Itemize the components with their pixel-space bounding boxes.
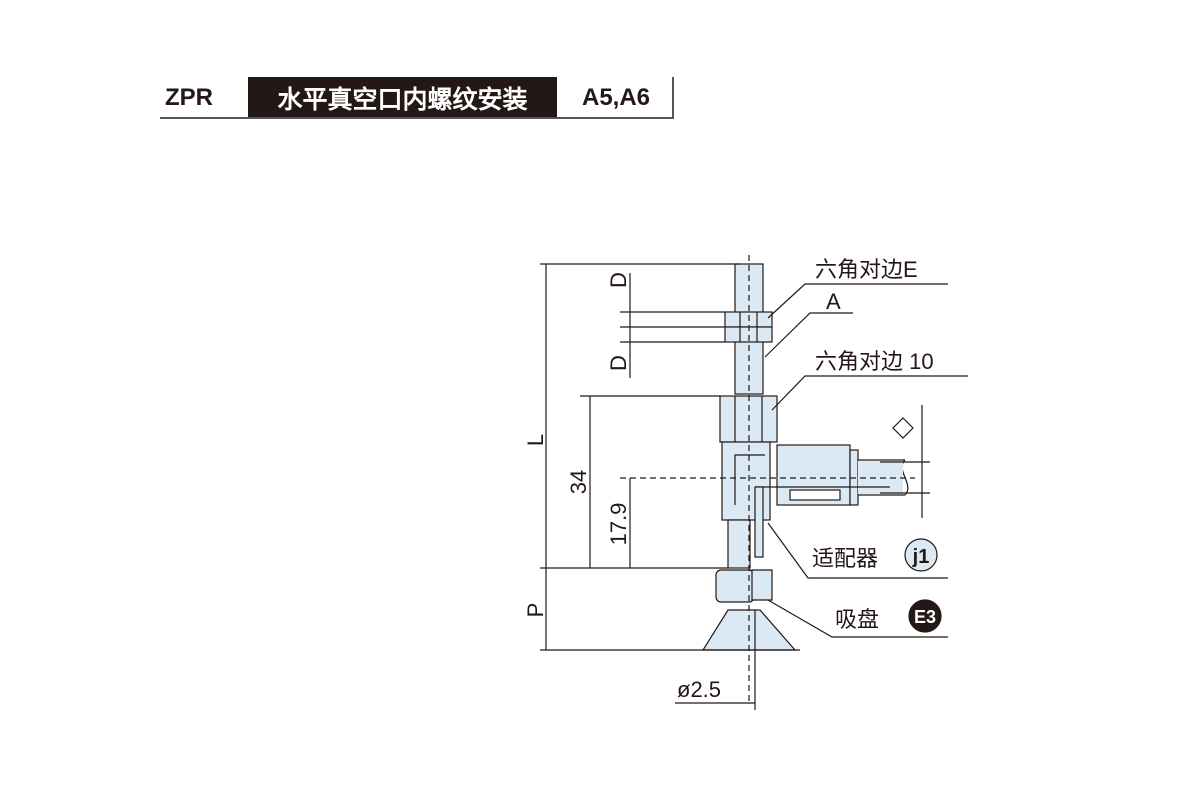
- variant-label: A5,A6: [581, 83, 651, 111]
- lower-stem: [727, 486, 764, 569]
- adapter-badge: j1: [912, 546, 930, 568]
- dimension-lines: [540, 263, 930, 710]
- adapter-badge-circle: [904, 538, 938, 572]
- header-divider: [672, 77, 674, 119]
- a-label: A: [826, 289, 841, 314]
- leader-lines: [764, 283, 968, 638]
- hex-e-label: 六角对边E: [815, 257, 918, 282]
- pad-badge-circle: [908, 599, 942, 633]
- pad-label: 吸盘: [835, 607, 879, 632]
- dim-l: L: [523, 434, 548, 446]
- dim-diameter: ø2.5: [677, 677, 721, 702]
- adapter-label: 适配器: [812, 546, 878, 571]
- dim-d-top: D: [606, 272, 631, 288]
- header-rule: [160, 117, 674, 119]
- pad-badge: E3: [914, 607, 936, 627]
- adapter-body: [721, 441, 909, 521]
- dim-d-bottom: D: [606, 355, 631, 371]
- lock-nut: [724, 311, 773, 343]
- mounting-type-label: 水平真空口内螺纹安装: [248, 77, 557, 118]
- series-label: ZPR: [165, 83, 213, 111]
- dim-34: 34: [566, 470, 591, 494]
- hex-10-label: 六角对边 10: [815, 349, 934, 374]
- dim-17-9: 17.9: [606, 503, 631, 546]
- dim-p: P: [523, 603, 548, 618]
